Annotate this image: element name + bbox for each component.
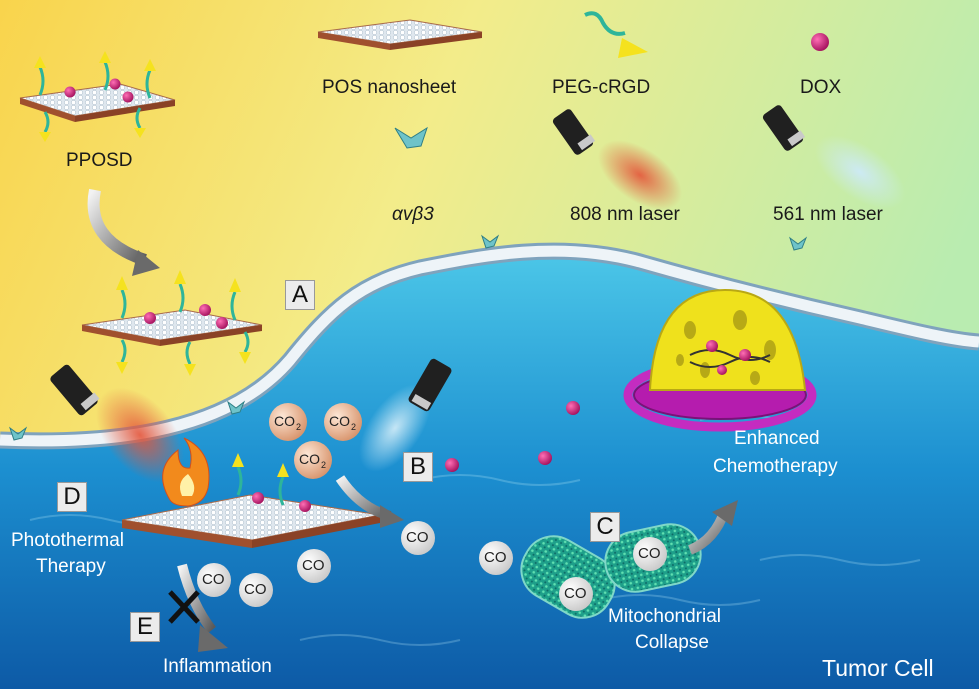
laser-561-icon — [762, 105, 906, 209]
label-collapse: Collapse — [635, 632, 709, 653]
label-mitochondrial: Mitochondrial — [608, 606, 721, 627]
step-b-badge: B — [403, 452, 433, 482]
label-chemotherapy: Chemotherapy — [713, 456, 838, 477]
label-photothermal: Photothermal — [11, 530, 125, 551]
laser-808-icon — [552, 109, 683, 210]
integrin-receptors — [9, 234, 808, 441]
label-dox: DOX — [800, 77, 842, 98]
co-molecule: CO — [558, 576, 594, 612]
fire-icon — [162, 437, 210, 507]
label-808-laser: 808 nm laser — [570, 204, 680, 225]
nanosheet-main — [121, 453, 381, 548]
pos-nanosheet-icon — [317, 19, 483, 50]
label-enhanced: Enhanced — [734, 428, 820, 449]
laser-561-beam-b — [359, 358, 452, 472]
co-molecule: CO — [632, 536, 668, 572]
nanosheet-a — [81, 270, 263, 376]
label-pos-nanosheet: POS nanosheet — [322, 77, 457, 98]
laser-808-beam-d — [50, 364, 184, 483]
internalization-arrow — [87, 188, 147, 266]
label-therapy: Therapy — [36, 556, 106, 577]
nucleus — [623, 288, 817, 432]
pposd-icon — [19, 51, 176, 142]
integrin-icon — [394, 126, 428, 149]
co-molecule: CO — [296, 548, 332, 584]
co-molecule: CO — [196, 562, 232, 598]
label-tumor-cell: Tumor Cell — [822, 655, 934, 681]
label-peg-crgd: PEG-cRGD — [552, 77, 651, 98]
dox-icon — [811, 33, 829, 51]
step-a-badge: A — [285, 280, 315, 310]
label-561-laser: 561 nm laser — [773, 204, 883, 225]
co-molecule: CO — [400, 520, 436, 556]
blocked-x-icon — [168, 590, 200, 624]
co-molecule: CO — [478, 540, 514, 576]
step-c-badge: C — [590, 512, 620, 542]
label-pposd: PPOSD — [66, 150, 133, 171]
label-inflammation: Inflammation — [163, 656, 272, 677]
peg-crgd-icon — [584, 11, 648, 58]
co-molecule: CO — [238, 572, 274, 608]
step-e-badge: E — [130, 612, 160, 642]
label-integrin: αvβ3 — [392, 204, 434, 225]
step-d-badge: D — [57, 482, 87, 512]
